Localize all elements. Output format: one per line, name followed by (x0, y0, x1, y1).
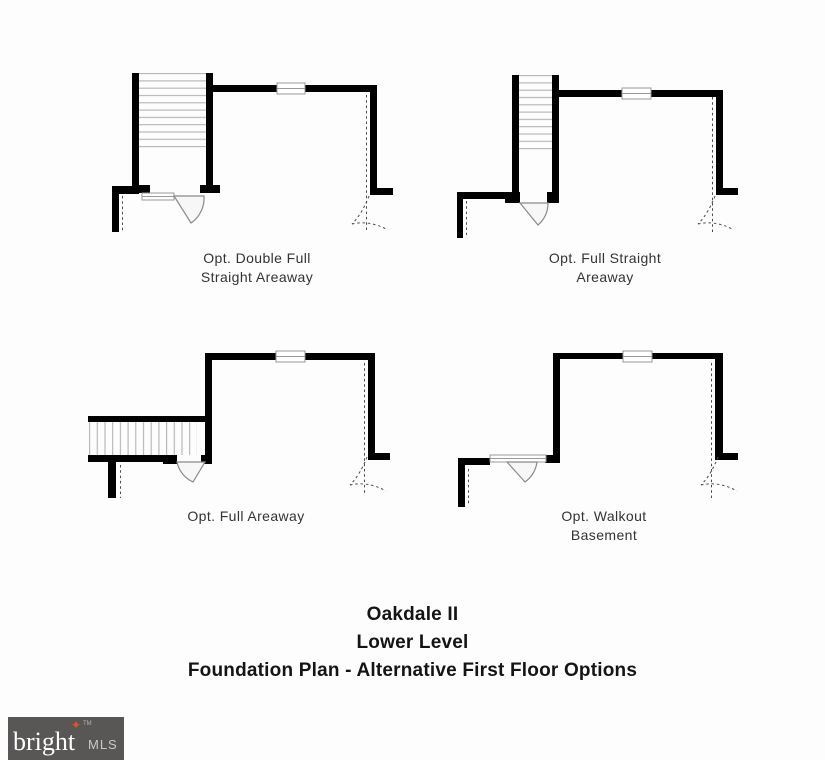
star-icon: ✦ (71, 718, 82, 732)
door-swing (505, 461, 538, 483)
stairwell-walls (505, 75, 559, 203)
label-line: Straight Areaway (200, 269, 314, 285)
foundation-walls (458, 353, 738, 507)
stair-treads (139, 73, 206, 153)
foundation-walls (205, 353, 390, 460)
label-line: Areaway (576, 269, 634, 285)
window-symbol (275, 350, 306, 363)
stairwell-walls (88, 416, 212, 498)
window-symbol (276, 82, 306, 95)
plan-drawing-full-straight-areaway (457, 75, 738, 238)
door-swing (518, 202, 549, 226)
logo-brand-text: bright (13, 727, 76, 756)
areaway-door (518, 202, 549, 226)
dashed-lines (468, 363, 738, 505)
window-symbol (621, 87, 652, 100)
bright-mls-logo: bright ✦ TM MLS (8, 717, 124, 760)
plan-drawing-double-full-straight-areaway (112, 73, 393, 232)
stair-treads (89, 422, 197, 455)
walkout-door (489, 454, 547, 483)
areaway-door (141, 192, 205, 224)
window-symbol (622, 350, 653, 363)
plan-label-full-straight-areaway: Opt. Full Straight Areaway (455, 249, 755, 287)
dashed-lines (122, 95, 389, 232)
door-swing (172, 195, 205, 224)
label-line: Basement (570, 527, 638, 543)
plan-drawing-walkout-basement (458, 350, 738, 507)
dashed-lines (466, 97, 735, 235)
plan-label-walkout-basement: Opt. Walkout Basement (454, 507, 754, 545)
plan-drawing-full-areaway (88, 350, 390, 498)
areaway-door (176, 461, 207, 483)
logo-suffix-text: MLS (88, 737, 118, 752)
trademark-symbol: TM (83, 721, 92, 727)
sheet-title: Oakdale II Lower Level Foundation Plan -… (0, 601, 825, 685)
label-line: Opt. Full Straight (548, 250, 662, 266)
title-plan-description: Foundation Plan - Alternative First Floo… (187, 660, 638, 681)
stair-treads (519, 75, 552, 153)
plan-label-double-full-straight-areaway: Opt. Double Full Straight Areaway (107, 249, 407, 287)
foundation-walls (457, 90, 738, 238)
label-line: Opt. Full Areaway (187, 508, 305, 524)
label-line: Opt. Double Full (203, 250, 311, 266)
plan-label-full-areaway: Opt. Full Areaway (96, 507, 396, 526)
stairwell-walls (132, 73, 220, 193)
door-swing (176, 461, 207, 483)
title-model-name: Oakdale II (366, 604, 459, 625)
dashed-lines (120, 363, 387, 498)
title-level: Lower Level (356, 632, 469, 653)
label-line: Opt. Walkout (561, 508, 647, 524)
